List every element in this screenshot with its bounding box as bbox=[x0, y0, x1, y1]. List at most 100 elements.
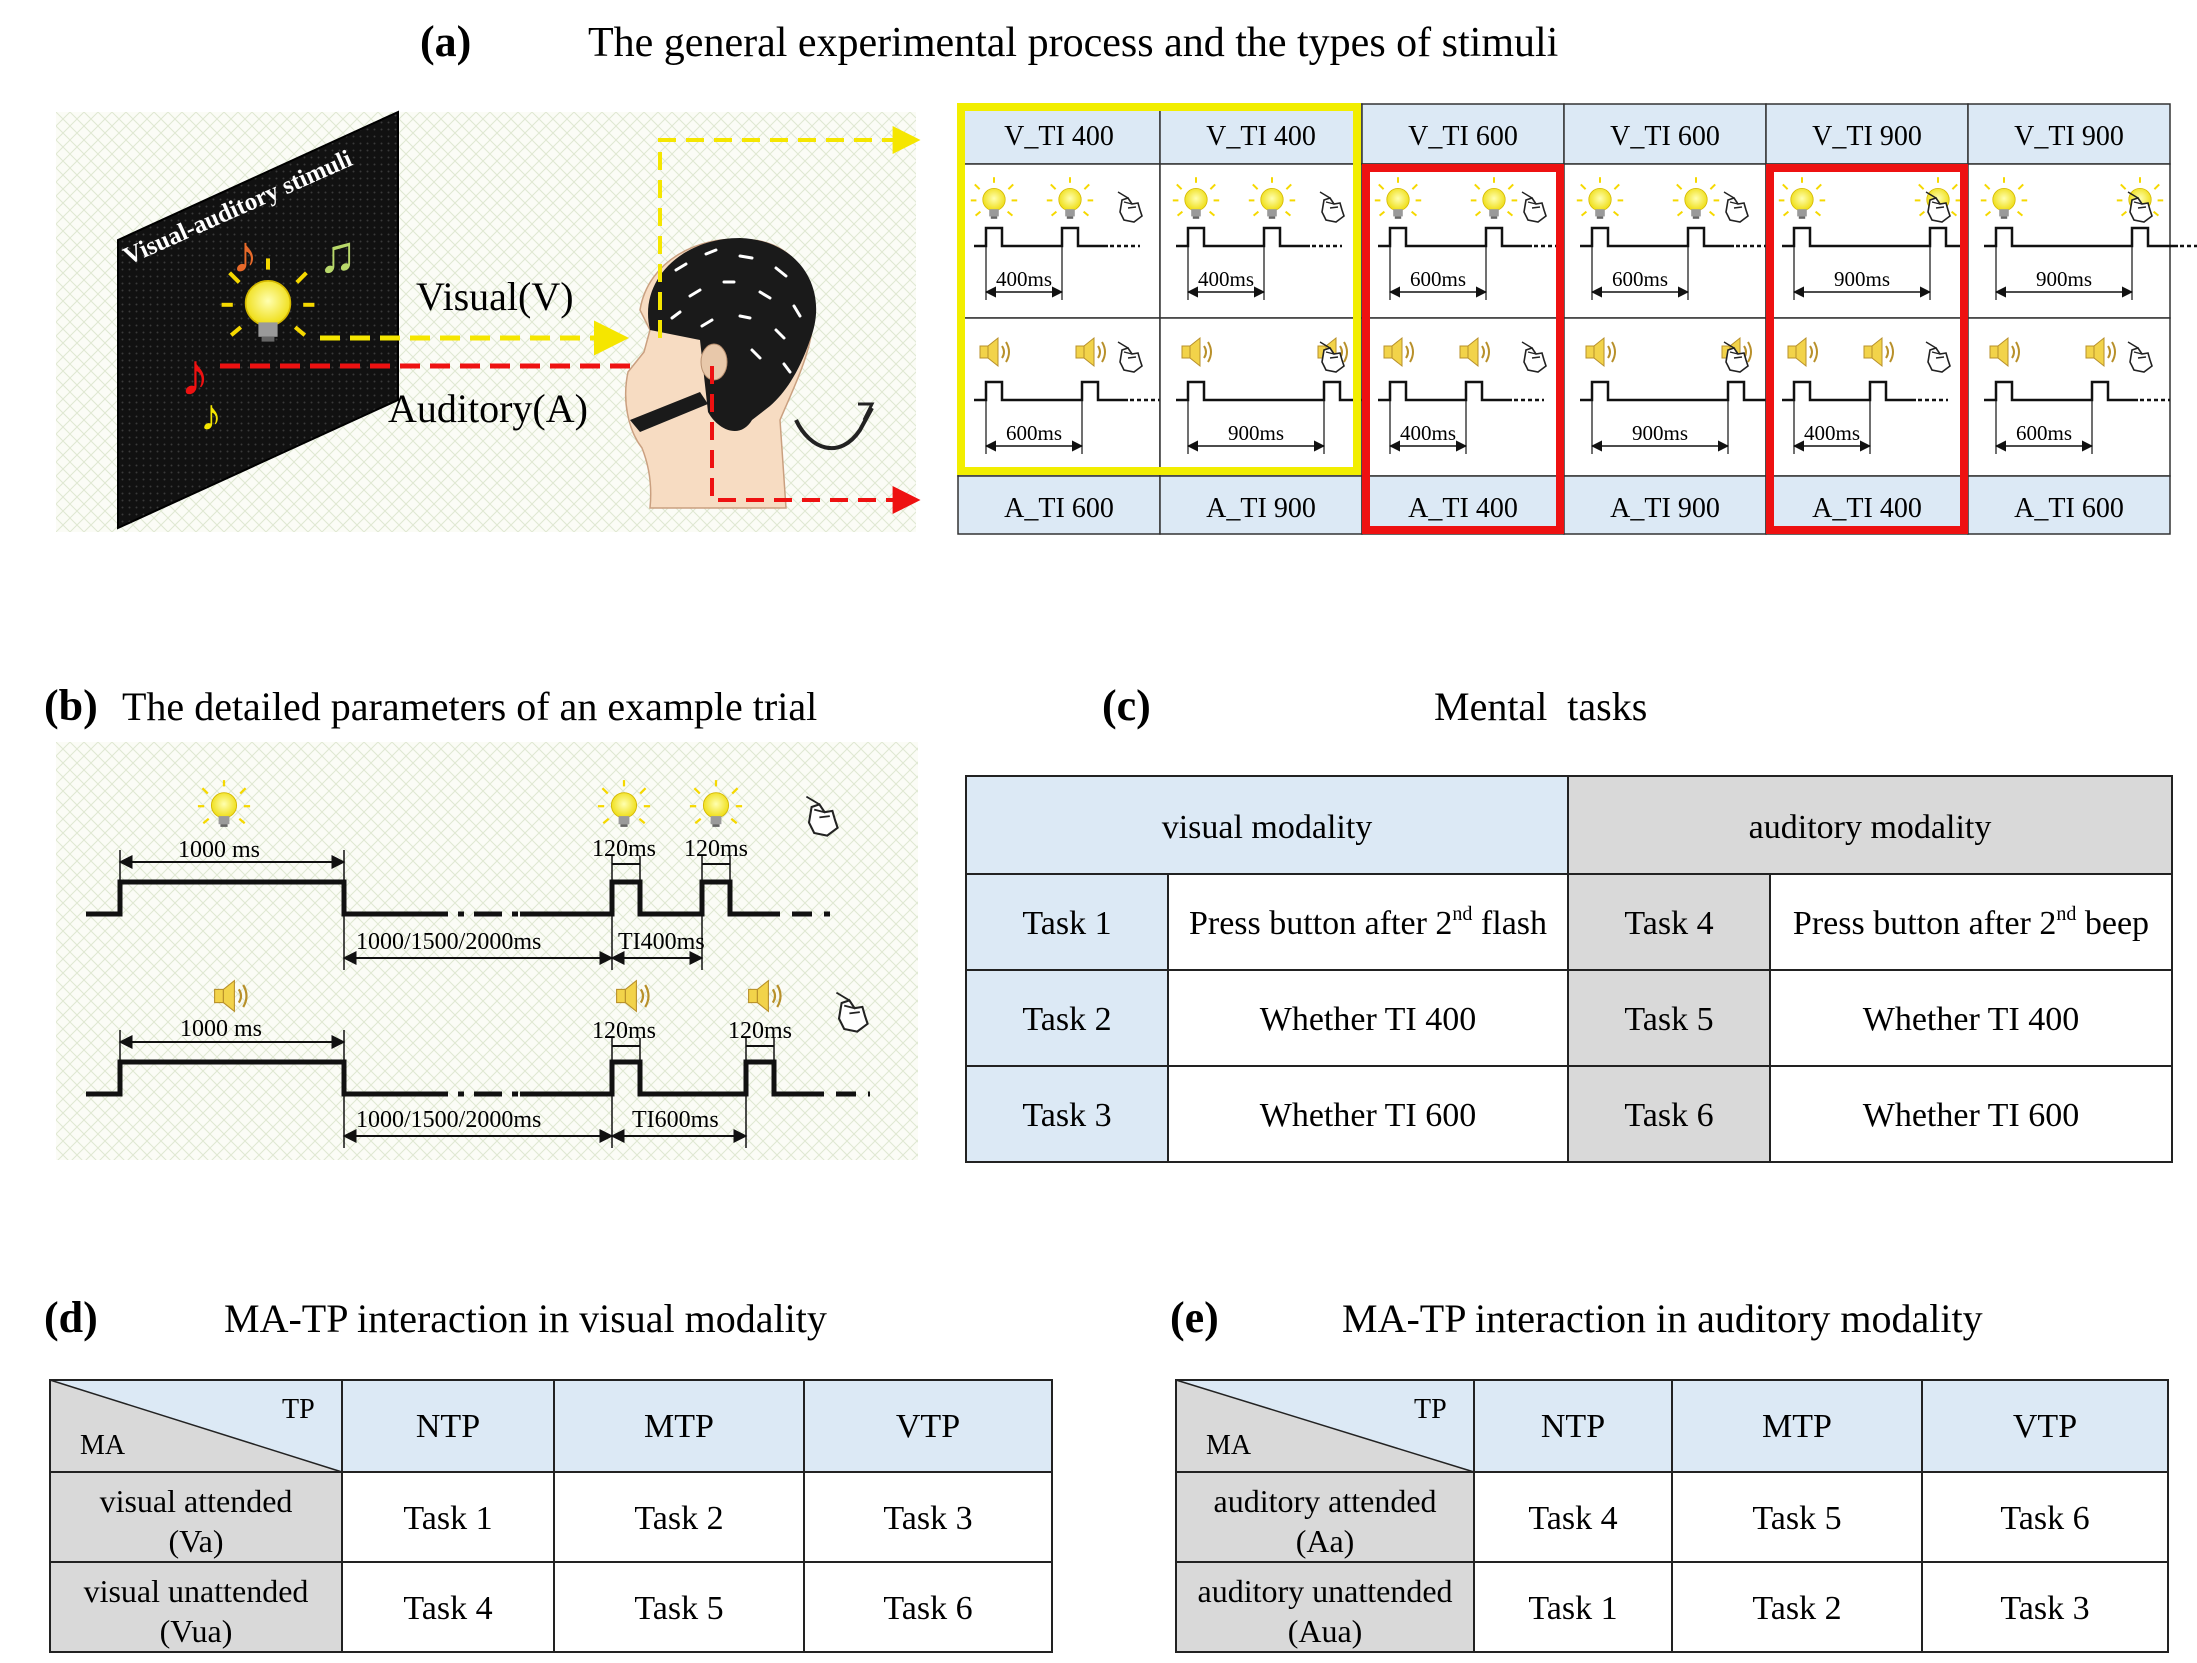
task-description-text: Press button after 2 bbox=[1189, 905, 1452, 942]
audio-trace bbox=[1984, 380, 2138, 402]
audio-interval-label: 900ms bbox=[1632, 421, 1688, 445]
panel-e-letter: (e) bbox=[1170, 1293, 1219, 1342]
grid-audio-cell bbox=[1967, 317, 2171, 477]
row-header-line2: (Vua) bbox=[160, 1613, 233, 1649]
visual-interval-label: 600ms bbox=[1612, 267, 1668, 291]
v-ti-label: V_TI 900 bbox=[2014, 121, 2124, 152]
row-header-cell bbox=[1175, 1471, 1475, 1563]
audio-interval-label: 900ms bbox=[1228, 421, 1284, 445]
corner-diagonal bbox=[49, 1379, 343, 1473]
row-header-line2: (Aua) bbox=[1288, 1613, 1363, 1649]
task-cell-text: Task 4 bbox=[1528, 1500, 1617, 1537]
task-cell-text: Task 6 bbox=[883, 1590, 972, 1627]
panel-a: (a) The general experimental process and… bbox=[56, 17, 2197, 535]
audio-trace bbox=[1176, 380, 1370, 402]
audio-trace bbox=[1580, 380, 1774, 402]
audio-beep1-duration: 120ms bbox=[592, 1018, 656, 1044]
panel-b: (b) The detailed parameters of an exampl… bbox=[44, 681, 918, 1160]
column-header: NTP bbox=[416, 1408, 480, 1445]
visual-trace bbox=[1580, 226, 1734, 248]
grid-footer-cell bbox=[1361, 475, 1565, 535]
a-ti-label: A_TI 600 bbox=[1004, 493, 1114, 524]
panel-a-letter: (a) bbox=[420, 17, 471, 66]
row-header-cell bbox=[1175, 1561, 1475, 1653]
grid-audio-cell bbox=[1361, 317, 1565, 477]
task-description-text: Whether TI 600 bbox=[1260, 1097, 1477, 1134]
column-header: MTP bbox=[644, 1408, 714, 1445]
task-description-text: beep bbox=[2076, 905, 2149, 942]
visual-modality-header-cell bbox=[965, 775, 1569, 875]
music-note-icon: ♪ bbox=[232, 227, 258, 284]
row-header-line1: visual attended bbox=[100, 1483, 293, 1519]
column-header-cell bbox=[341, 1379, 555, 1473]
column-header: VTP bbox=[896, 1408, 960, 1445]
grid-footer-cell bbox=[1563, 475, 1767, 535]
task-description: Press button after 2nd flash bbox=[1189, 903, 1547, 942]
task-description-text: Press button after 2 bbox=[1793, 905, 2056, 942]
task-cell-text: Task 5 bbox=[634, 1590, 723, 1627]
auditory-path-label: Auditory(A) bbox=[388, 386, 588, 431]
grid-visual-cell bbox=[957, 163, 1161, 319]
visual-route-arrow bbox=[658, 126, 921, 338]
task-description: Whether TI 600 bbox=[1863, 1097, 2080, 1134]
visual-trace bbox=[974, 226, 1108, 248]
task-description: Whether TI 400 bbox=[1260, 1001, 1477, 1038]
panel-d-title: MA-TP interaction in visual modality bbox=[224, 1296, 827, 1341]
audio-trace bbox=[1378, 380, 1512, 402]
task-desc-cell bbox=[1769, 969, 2173, 1067]
visual-trace bbox=[1176, 226, 1310, 248]
v-ti-label: V_TI 600 bbox=[1610, 121, 1720, 152]
corner-ma-label: MA bbox=[1206, 1430, 1252, 1461]
row-header-line1: auditory attended bbox=[1213, 1483, 1436, 1519]
corner-diagonal bbox=[1175, 1379, 1475, 1473]
audio-interval-label: 600ms bbox=[1006, 421, 1062, 445]
task-description: Whether TI 600 bbox=[1260, 1097, 1477, 1134]
music-note-icon: ♫ bbox=[318, 227, 357, 284]
column-header: NTP bbox=[1541, 1408, 1605, 1445]
task-desc-cell bbox=[1769, 873, 2173, 971]
panel-e-title: MA-TP interaction in auditory modality bbox=[1342, 1296, 1983, 1341]
task-description-text: Whether TI 600 bbox=[1863, 1097, 2080, 1134]
visual-cue-duration: 1000 ms bbox=[178, 837, 260, 863]
a-ti-label: A_TI 400 bbox=[1812, 493, 1922, 524]
task-id-cell bbox=[1567, 969, 1771, 1067]
task-cell-text: Task 3 bbox=[2000, 1590, 2089, 1627]
task-cell bbox=[553, 1561, 805, 1653]
task-id: Task 2 bbox=[1022, 1001, 1111, 1038]
grid-visual-cell bbox=[1563, 163, 1767, 319]
panel-c-title: Mental tasks bbox=[1434, 684, 1647, 729]
v-ti-label: V_TI 400 bbox=[1004, 121, 1114, 152]
grid-audio-cell bbox=[957, 317, 1161, 477]
task-cell bbox=[803, 1561, 1053, 1653]
task-cell-text: Task 2 bbox=[1752, 1590, 1841, 1627]
task-cell bbox=[1921, 1471, 2169, 1563]
visual-interval-label: 900ms bbox=[2036, 267, 2092, 291]
corner-tp-label: TP bbox=[1414, 1394, 1447, 1425]
panel-b-title: The detailed parameters of an example tr… bbox=[122, 684, 817, 729]
audio-beep2-duration: 120ms bbox=[728, 1018, 792, 1044]
audio-interval-label: 400ms bbox=[1400, 421, 1456, 445]
visual-flash1-duration: 120ms bbox=[592, 836, 656, 862]
row-header-cell bbox=[49, 1561, 343, 1653]
task-cell bbox=[803, 1471, 1053, 1563]
panel-d-letter: (d) bbox=[44, 1293, 98, 1342]
audio-cue-duration: 1000 ms bbox=[180, 1016, 262, 1042]
visual-trace bbox=[1984, 226, 2178, 248]
audio-trace bbox=[1782, 380, 1916, 402]
task-id: Task 5 bbox=[1624, 1001, 1713, 1038]
task-description: Whether TI 400 bbox=[1863, 1001, 2080, 1038]
task-id: Task 4 bbox=[1624, 905, 1713, 942]
task-description-text: Whether TI 400 bbox=[1260, 1001, 1477, 1038]
v-ti-label: V_TI 400 bbox=[1206, 121, 1316, 152]
a-ti-label: A_TI 600 bbox=[2014, 493, 2124, 524]
row-header-line1: visual unattended bbox=[84, 1573, 309, 1609]
task-cell-text: Task 4 bbox=[403, 1590, 492, 1627]
column-header: VTP bbox=[2013, 1408, 2077, 1445]
task-description-text: Whether TI 400 bbox=[1863, 1001, 2080, 1038]
panel-c-letter: (c) bbox=[1102, 681, 1151, 730]
grid-header-cell bbox=[957, 103, 1161, 165]
grid-footer-cell bbox=[1967, 475, 2171, 535]
column-header-cell bbox=[803, 1379, 1053, 1473]
